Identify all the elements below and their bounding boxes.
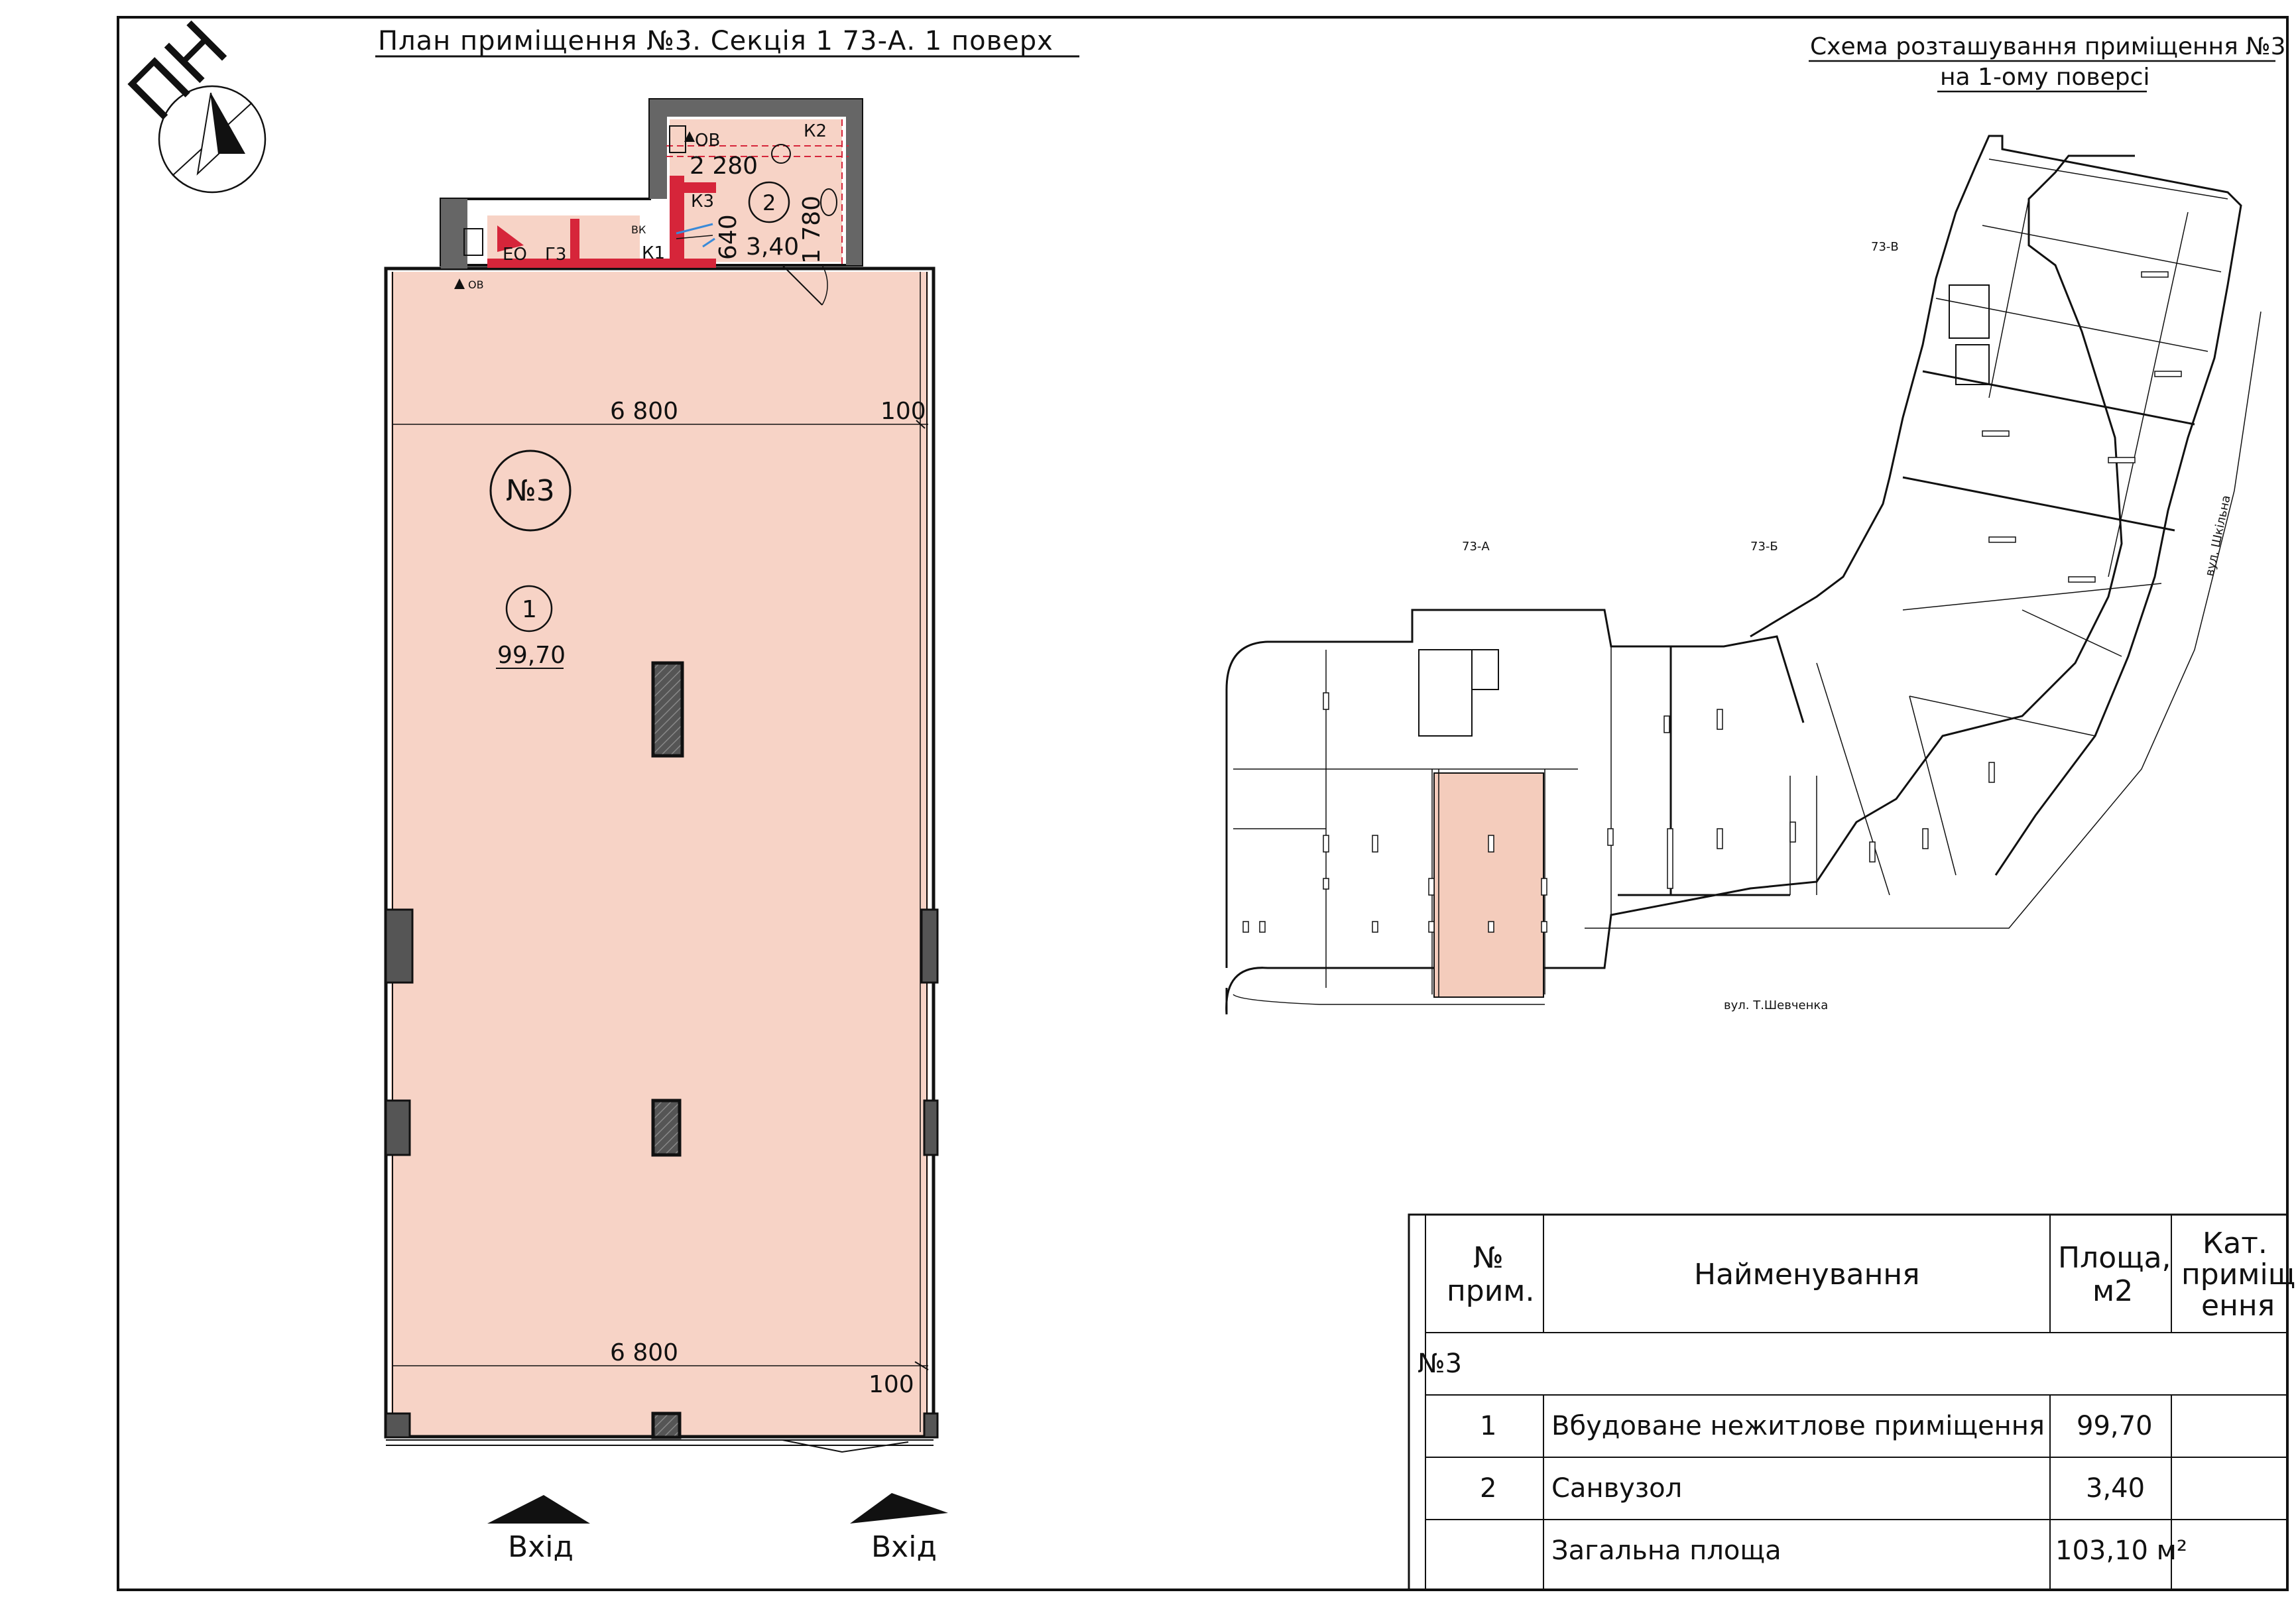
table-group-label: №3: [1418, 1349, 1462, 1379]
table-row-name: Вбудоване нежитлове приміщення: [1551, 1411, 2045, 1441]
column: [651, 1099, 682, 1157]
column: [651, 1411, 682, 1439]
table-row-name: Санвузол: [1551, 1473, 1682, 1504]
column: [920, 908, 939, 984]
dim-top-width: 6 800: [610, 398, 678, 425]
table-row-area: 99,70: [2077, 1411, 2153, 1441]
column: [923, 1412, 939, 1439]
column: [385, 908, 414, 984]
room-1-number: 1: [522, 596, 537, 623]
column: [651, 661, 684, 758]
street-shkilna: вул. Шкільна: [2203, 494, 2233, 577]
table-header-cat-3: ення: [2201, 1289, 2275, 1323]
table-row-num: 1: [1480, 1411, 1496, 1441]
table-header-area-1: Площа,: [2058, 1241, 2171, 1275]
room-2-number-circle: [748, 181, 790, 223]
entrance-label-left: Вхід: [508, 1530, 574, 1564]
column: [385, 1099, 411, 1156]
table-header-area-2: м2: [2092, 1274, 2133, 1308]
site-scheme: [1225, 135, 2262, 1015]
room-number-label: №3: [506, 474, 555, 508]
sheet-frame: [117, 16, 2289, 1591]
label-gz: Г3: [545, 245, 566, 265]
plan-title: План приміщення №3. Секція 1 73-А. 1 пов…: [378, 26, 1054, 56]
table-row-area: 3,40: [2086, 1473, 2145, 1504]
label-ov-top: ОВ: [695, 131, 720, 150]
dim-bottom-width: 6 800: [610, 1339, 678, 1366]
table-row-num: 2: [1480, 1473, 1496, 1504]
label-k3: К3: [691, 192, 714, 211]
table-header-name: Найменування: [1694, 1258, 1920, 1291]
scheme-title-line2: на 1-ому поверсі: [1940, 64, 2149, 91]
dim-bath-height: 1 780: [798, 196, 825, 264]
scheme-label-73a: 73-А: [1462, 540, 1490, 554]
scheme-label-73v: 73-В: [1871, 240, 1899, 254]
room-1-area: 99,70: [497, 642, 566, 669]
room-2-area: 3,40: [746, 233, 799, 261]
scheme-columns: [1242, 271, 2182, 933]
compass-icon: [158, 85, 267, 194]
table-total-label: Загальна площа: [1551, 1535, 1782, 1566]
column: [385, 1412, 411, 1439]
entrance-arrow-icon: [850, 1493, 948, 1524]
scheme-highlight-room-3: [1433, 772, 1544, 998]
entrance-arrow-icon: [487, 1495, 590, 1524]
red-wall: [487, 259, 716, 268]
room-number-callout: [489, 450, 572, 532]
room-1-fill: [391, 272, 928, 1435]
entrance-label-right: Вхід: [871, 1530, 937, 1564]
label-eo: ЕО: [503, 245, 527, 265]
table-total-value: 103,10 м²: [2055, 1535, 2187, 1566]
table-header-num-1: №: [1473, 1241, 1504, 1275]
table-header-cat-1: Кат.: [2203, 1227, 2267, 1260]
label-k2: К2: [804, 121, 827, 141]
scheme-label-73b: 73-Б: [1750, 540, 1778, 554]
label-k1: К1: [642, 243, 665, 263]
street-shevchenka: вул. Т.Шевченка: [1724, 998, 1828, 1012]
table-header-cat-2: приміщ: [2181, 1258, 2295, 1291]
dim-offset-bottom: 100: [869, 1371, 914, 1398]
area-table: [1408, 1213, 2289, 1591]
label-vk: ВК: [631, 223, 646, 236]
room-1-number-circle: [505, 585, 553, 632]
column: [923, 1099, 939, 1156]
room-2-number: 2: [762, 190, 776, 215]
dim-offset-top: 100: [880, 398, 926, 425]
dim-bath-small: 640: [715, 214, 742, 260]
table-header-num-2: прим.: [1447, 1274, 1534, 1308]
scheme-title-line1: Схема розташування приміщення №3: [1810, 33, 2286, 60]
dim-bath-width: 2 280: [690, 152, 758, 180]
label-ov-bottom: ОВ: [468, 278, 484, 291]
